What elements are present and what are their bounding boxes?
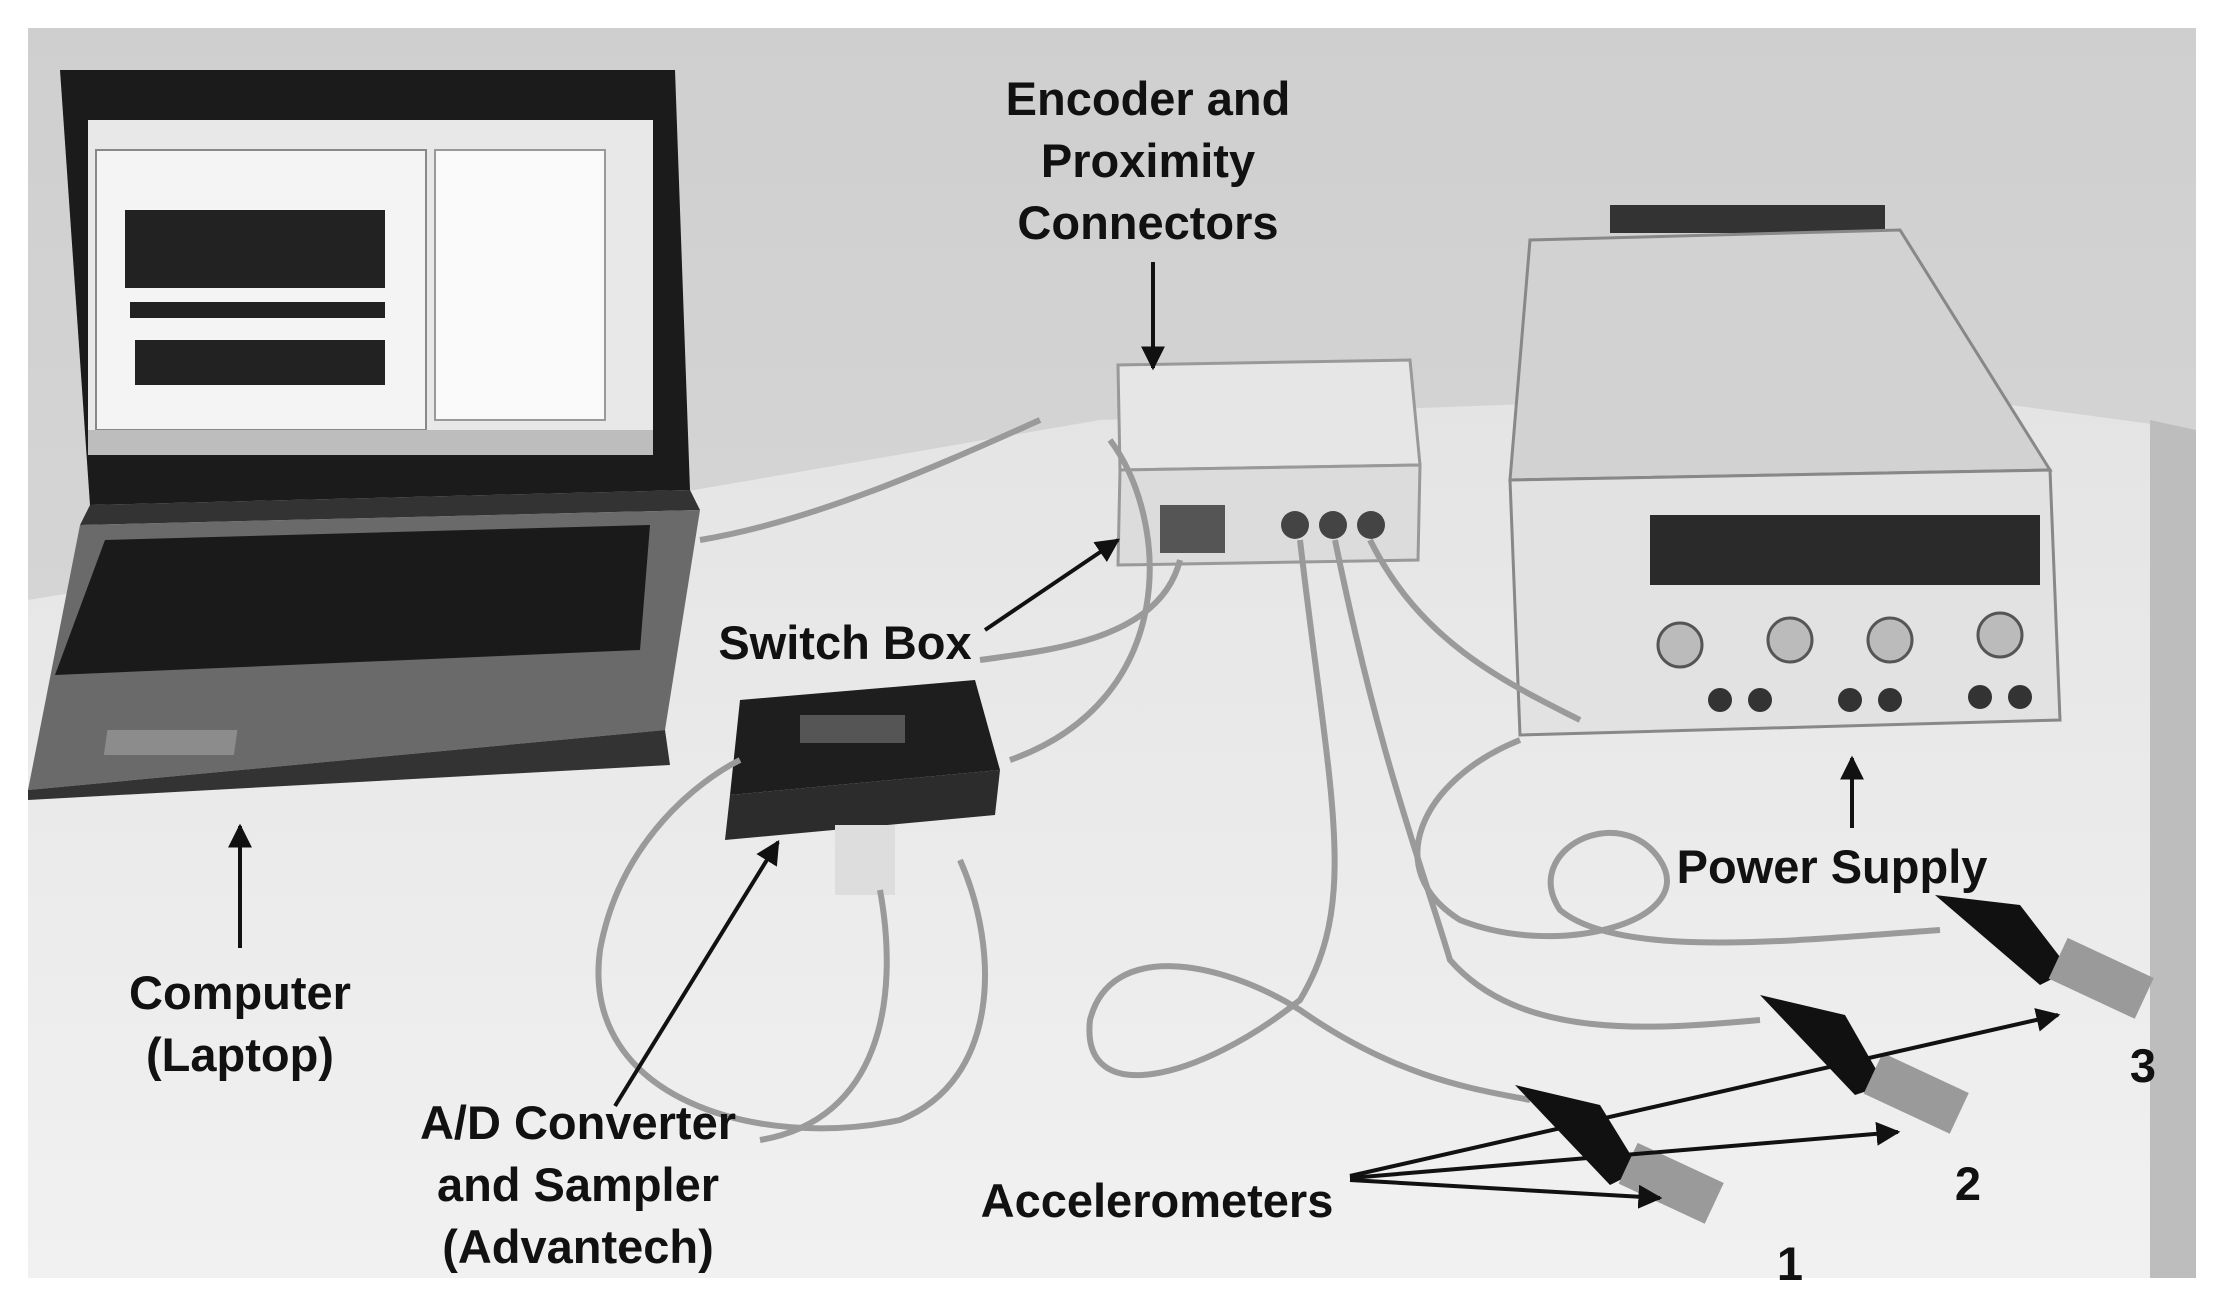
arrow-switch-box [983, 538, 1120, 632]
label-switch-box-text: Switch Box [718, 616, 972, 669]
label-accelerometers: Accelerometers [981, 1170, 1334, 1232]
label-ad-converter: A/D Converter and Sampler (Advantech) [420, 1092, 736, 1278]
label-encoder-line-3: Connectors [1017, 196, 1279, 249]
label-accelerometers-text: Accelerometers [980, 1174, 1334, 1227]
label-computer-line-2: (Laptop) [146, 1028, 334, 1081]
label-ad-converter-line-2: and Sampler [436, 1158, 720, 1211]
label-switch-box: Switch Box [718, 612, 971, 674]
accelerometer-sensors [1515, 895, 2154, 1224]
label-computer-line-1: Computer [129, 966, 351, 1019]
arrow-ad-converter [613, 839, 780, 1108]
label-encoder: Encoder and Proximity Connectors [1006, 68, 1291, 254]
sensor-number-1: 1 [1776, 1237, 1804, 1290]
sensor-number-2: 2 [1954, 1157, 1982, 1210]
laptop-illustration [28, 70, 700, 800]
label-ad-converter-line-3: (Advantech) [442, 1220, 714, 1273]
ad-converter-illustration [725, 680, 1000, 895]
label-power-supply-text: Power Supply [1676, 840, 1988, 893]
label-encoder-line-2: Proximity [1040, 134, 1256, 187]
label-ad-converter-line-1: A/D Converter [419, 1096, 737, 1149]
arrow-accelerometer-3 [1349, 1008, 2061, 1178]
label-power-supply: Power Supply [1677, 836, 1988, 898]
cables-illustration [595, 417, 1941, 1143]
arrow-accelerometer-1 [1349, 1178, 1663, 1209]
arrow-accelerometer-2 [1349, 1121, 1901, 1180]
label-encoder-line-1: Encoder and [1005, 72, 1291, 125]
sensor-number-3: 3 [2129, 1039, 2157, 1092]
label-computer: Computer (Laptop) [129, 962, 351, 1086]
power-supply-illustration [1508, 205, 2062, 737]
switch-box-illustration [1116, 358, 1422, 567]
